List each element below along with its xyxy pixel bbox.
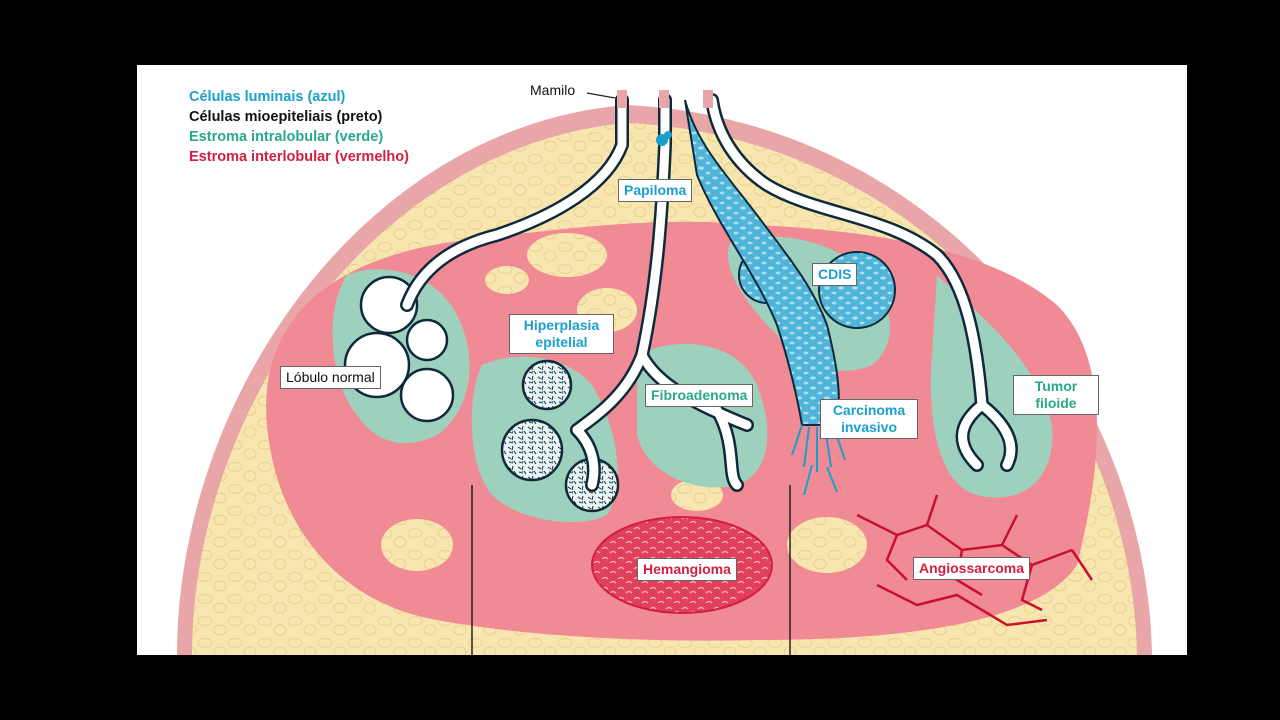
label-hiperplasia: Hiperplasia epitelial [509,314,614,354]
label-papiloma: Papiloma [618,179,693,202]
legend-myoepithelial: Células mioepiteliais (preto) [189,109,383,125]
label-angiossarcoma: Angiossarcoma [913,557,1031,580]
label-mamilo: Mamilo [530,82,576,98]
label-fibroadenoma: Fibroadenoma [645,384,754,407]
label-cdis: CDIS [812,263,858,286]
legend: Células luminais (azul) Células mioepite… [189,87,409,167]
diagram-artwork [177,90,1152,655]
label-tumor-filoide: Tumor filoide [1013,375,1099,415]
legend-luminal: Células luminais (azul) [189,89,346,105]
legend-intralobular: Estroma intralobular (verde) [189,129,384,145]
legend-interlobular: Estroma interlobular (vermelho) [189,149,409,165]
label-hemangioma: Hemangioma [637,558,737,581]
breast-pathology-diagram: Células luminais (azul) Células mioepite… [137,65,1187,655]
label-carcinoma: Carcinoma invasivo [820,399,918,439]
label-lobulo-normal: Lóbulo normal [280,366,381,389]
